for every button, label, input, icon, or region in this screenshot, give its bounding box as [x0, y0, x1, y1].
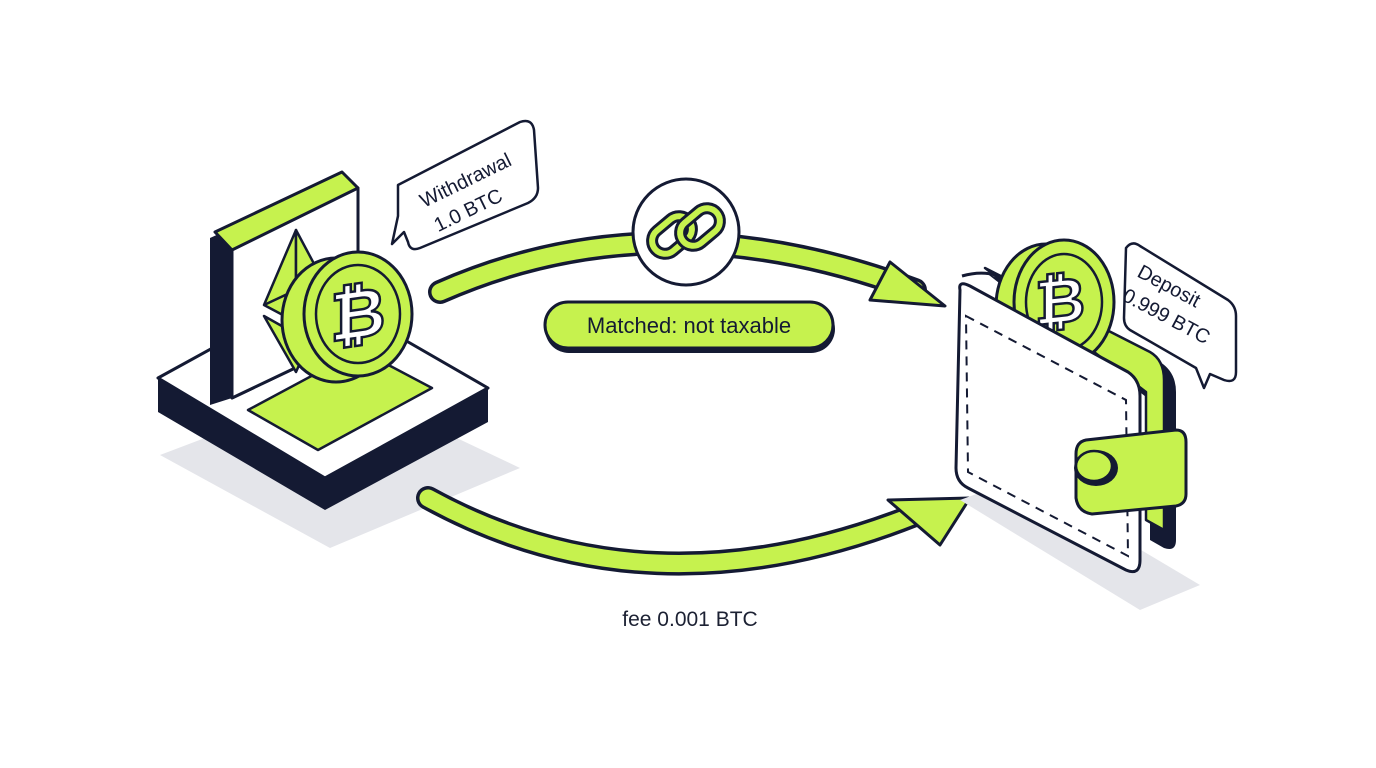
fee-label: fee 0.001 BTC [622, 608, 758, 631]
svg-text:₿: ₿ [330, 273, 385, 356]
matched-status-pill: Matched: not taxable [543, 300, 835, 353]
bottom-transfer-arrow [416, 486, 972, 576]
wallet-front [954, 282, 1188, 574]
withdrawal-callout: Withdrawal 1.0 BTC [390, 119, 540, 251]
bitcoin-coin-icon: ₿ [280, 250, 414, 384]
matched-status-label: Matched: not taxable [587, 313, 791, 338]
chain-link-icon [631, 177, 741, 287]
svg-text:₿: ₿ [1035, 265, 1086, 339]
